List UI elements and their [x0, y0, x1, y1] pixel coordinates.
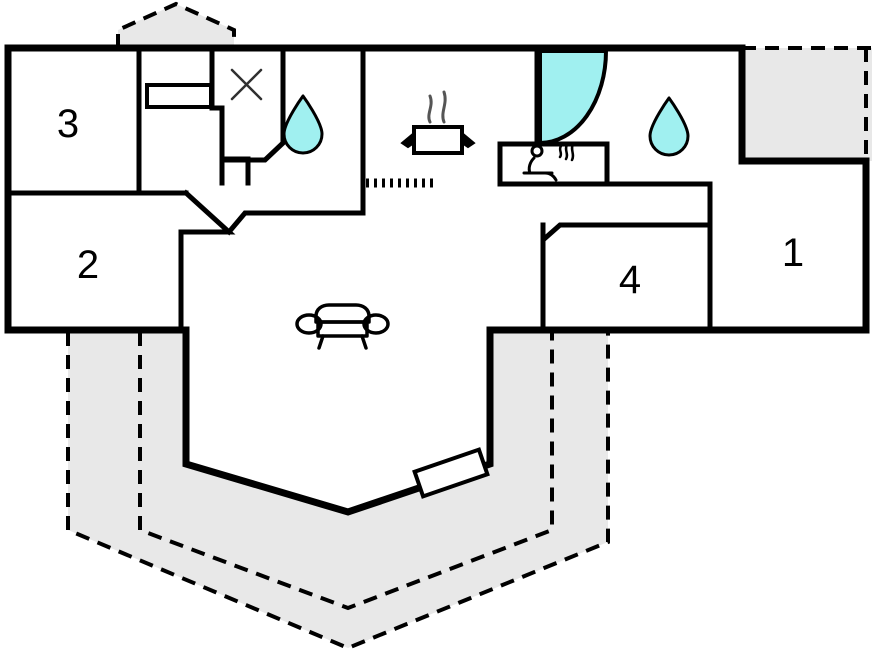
- room-number-4: 4: [619, 258, 641, 302]
- room-number-2: 2: [77, 243, 99, 287]
- exterior-walls: [4, 44, 870, 516]
- wall-hall-right: [225, 210, 366, 236]
- interior-walls: [5, 45, 713, 333]
- wall-terrace-v: [182, 326, 494, 516]
- terrace-door-leaf: [412, 447, 490, 499]
- entry-door-icon: [145, 83, 213, 109]
- cooking-pot-steam-b: [441, 90, 447, 124]
- entry-door-leaf: [145, 83, 213, 109]
- cooking-pot-steam-a: [427, 94, 433, 124]
- room-number-1: 1: [782, 231, 804, 275]
- cross-void-icon: [230, 68, 263, 101]
- wall-room4: [540, 222, 713, 333]
- sauna-steam-c: [570, 142, 575, 162]
- cooking-pot-icon: [400, 90, 476, 155]
- covered-terrace-outline: [138, 332, 554, 611]
- sauna-steam-b: [564, 143, 569, 161]
- room-number-3: 3: [57, 102, 79, 146]
- cooking-pot-handle-left: [400, 130, 415, 149]
- water-drop-icon: [648, 96, 690, 157]
- sofa-icon: [295, 303, 390, 350]
- entrance-porch-outline: [116, 1, 236, 48]
- wall-void-outline: [219, 45, 286, 163]
- water-drop-right-shape: [648, 96, 690, 157]
- right-terrace-fill: [742, 48, 872, 161]
- cooking-pot-handle-right: [461, 130, 476, 149]
- terrace-door-icon: [412, 447, 490, 499]
- sofa-arm-right: [362, 313, 390, 335]
- sofa-arm-left: [295, 313, 323, 335]
- wall-right-upper: [738, 44, 870, 334]
- open-terrace-outline: [66, 332, 610, 651]
- water-drop-icon: [282, 94, 324, 155]
- right-terrace: [742, 46, 872, 161]
- cooking-pot-body: [412, 125, 464, 155]
- sauna-icon: [522, 142, 575, 182]
- sofa-leg-left: [317, 334, 325, 350]
- shower-bath-icon: [538, 49, 608, 145]
- sofa-leg-right: [360, 334, 368, 350]
- cross-void-stroke-b: [230, 68, 263, 101]
- sauna-person-head: [530, 144, 544, 158]
- shower-bath-shape: [538, 49, 608, 145]
- sofa-seat: [316, 320, 369, 338]
- water-drop-left-shape: [282, 94, 324, 155]
- sauna-steam-a: [558, 144, 563, 159]
